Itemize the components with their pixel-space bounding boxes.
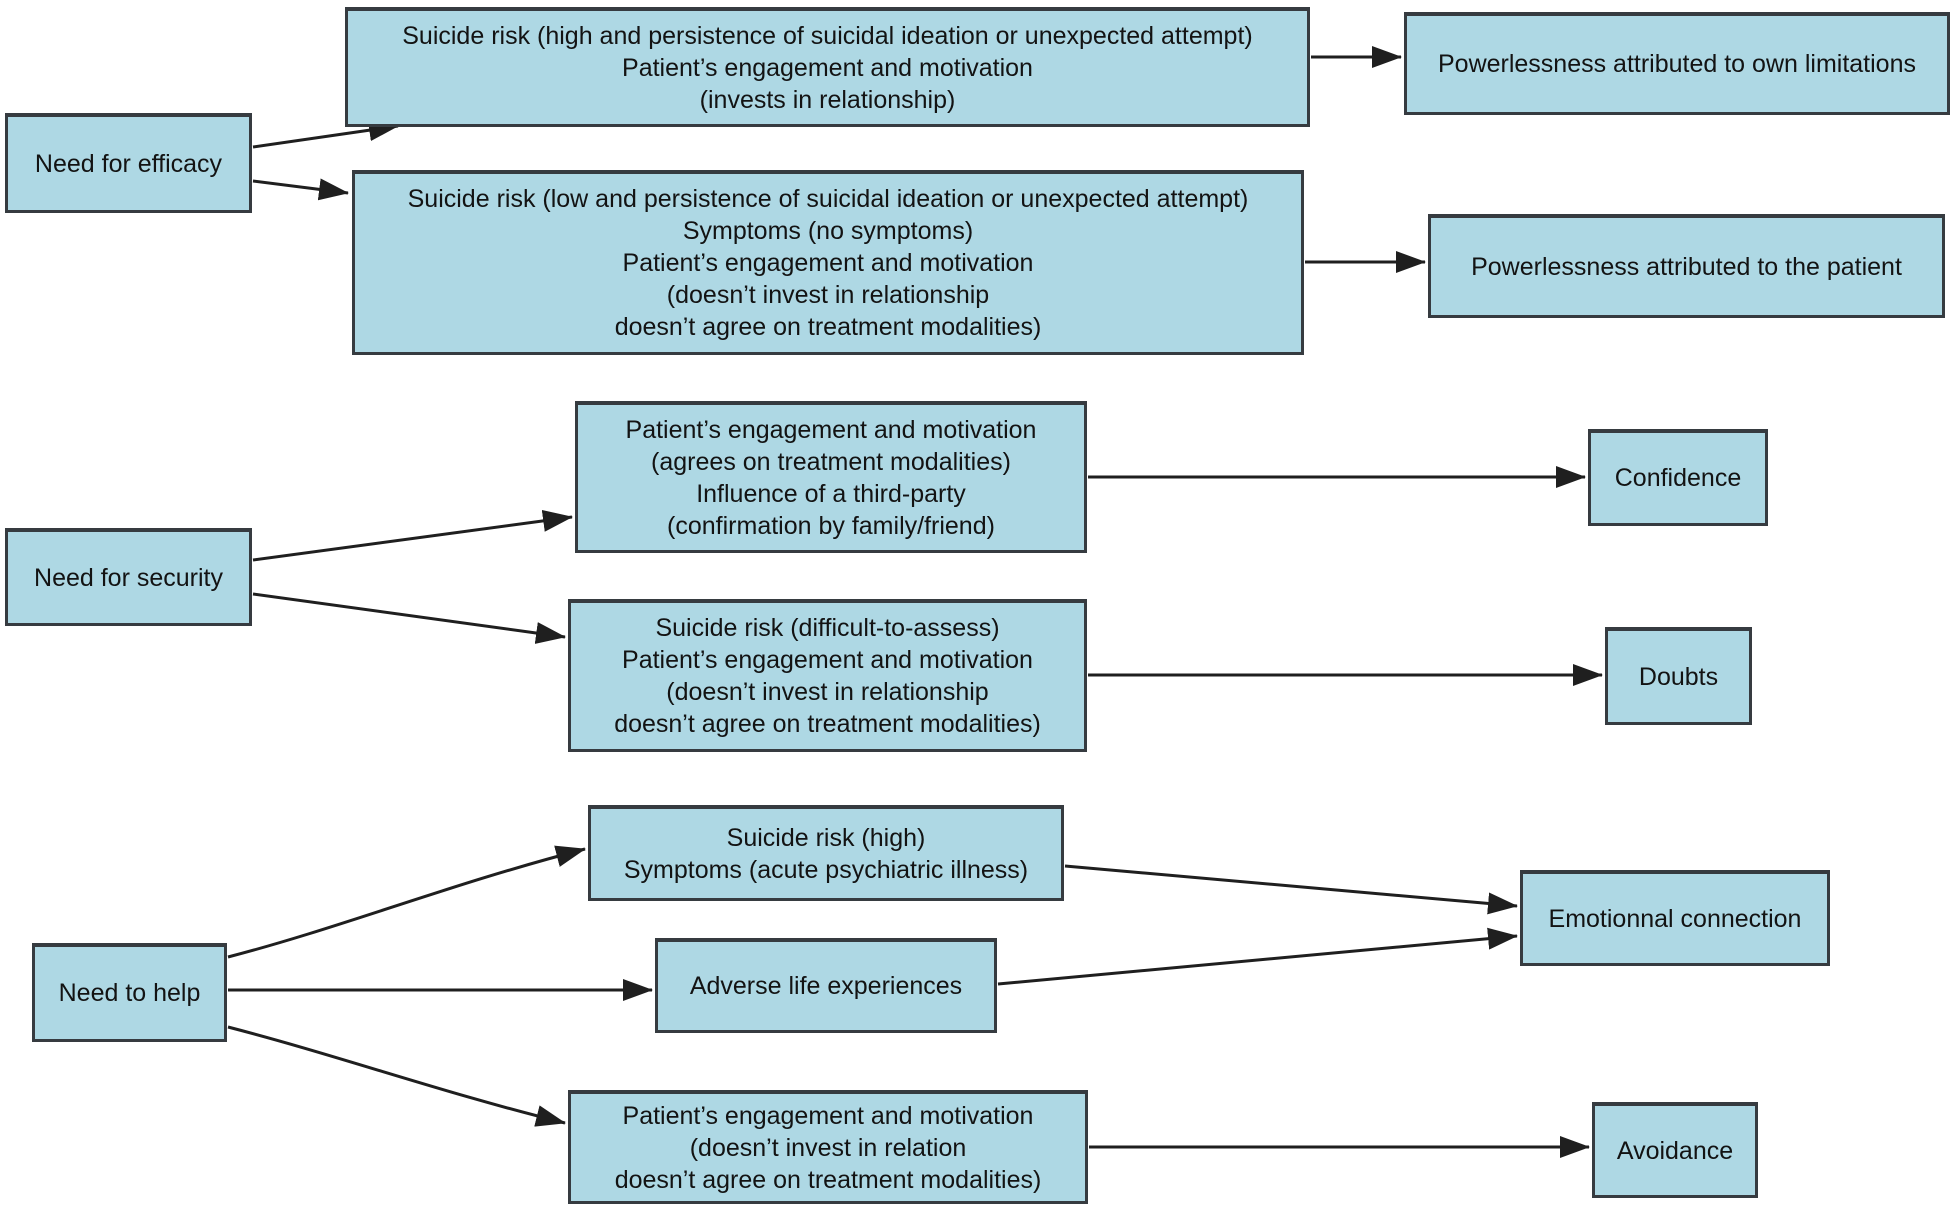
node-label-line: (agrees on treatment modalities) xyxy=(651,447,1011,476)
node-label-line: Patient’s engagement and motivation xyxy=(622,646,1033,674)
node-need-for-efficacy: Need for efficacy xyxy=(5,113,252,213)
node-security-difficult: Suicide risk (difficult-to-assess) Patien… xyxy=(568,599,1087,752)
node-help-disengaged: Patient’s engagement and motivation (does… xyxy=(568,1090,1088,1204)
node-label-line: Suicide risk (difficult-to-assess) xyxy=(655,614,1000,642)
node-powerlessness-patient: Powerlessness attributed to the patient xyxy=(1428,214,1945,318)
node-label-line: Need for security xyxy=(34,563,223,592)
node-need-to-help: Need to help xyxy=(32,943,227,1042)
node-label-line: Adverse life experiences xyxy=(689,972,963,1000)
node-powerlessness-own-limitations: Powerlessness attributed to own limitati… xyxy=(1404,12,1950,115)
node-label-line: Powerlessness attributed to own limitati… xyxy=(1437,50,1916,78)
node-confidence: Confidence xyxy=(1588,429,1768,526)
node-label-line: (invests in relationship) xyxy=(699,85,956,114)
edge-need-for-efficacy-to-efficacy-high-risk xyxy=(252,119,399,149)
node-security-agrees: Patient’s engagement and motivation (agre… xyxy=(575,401,1087,553)
node-adverse-life-experiences: Adverse life experiences xyxy=(655,938,997,1033)
edge-need-for-security-to-security-difficult xyxy=(252,592,566,644)
node-label-line: (doesn’t invest in relation xyxy=(689,1133,967,1162)
node-label-line: (doesn’t invest in relationship xyxy=(666,281,990,309)
node-label-line: Avoidance xyxy=(1616,1136,1734,1165)
node-label-line: Patient’s engagement and motivation xyxy=(622,53,1033,82)
edge-adverse-life-experiences-to-emotional-connection xyxy=(997,927,1518,986)
node-label-line: Patient’s engagement and motivation xyxy=(622,249,1034,277)
node-emotional-connection: Emotionnal connection xyxy=(1520,870,1830,966)
node-label-line: (doesn’t invest in relationship xyxy=(666,678,989,706)
edge-help-high-risk-to-emotional-connection xyxy=(1064,864,1518,915)
node-need-for-security: Need for security xyxy=(5,528,252,626)
node-label-line: Symptoms (acute psychiatric illness) xyxy=(623,855,1029,884)
node-label-line: Confidence xyxy=(1614,464,1742,492)
node-efficacy-low-risk: Suicide risk (low and persistence of sui… xyxy=(352,170,1304,355)
node-label-line: Patient’s engagement and motivation xyxy=(625,415,1037,444)
node-label-line: doesn’t agree on treatment modalities) xyxy=(614,710,1041,738)
node-label-line: Symptoms (no symptoms) xyxy=(682,217,974,245)
edge-need-for-efficacy-to-efficacy-low-risk xyxy=(252,178,349,201)
node-help-high-risk: Suicide risk (high) Symptoms (acute psych… xyxy=(588,805,1064,901)
node-avoidance: Avoidance xyxy=(1592,1102,1758,1198)
node-label-line: Need for efficacy xyxy=(34,149,223,178)
node-label-line: Need to help xyxy=(58,979,201,1007)
edge-need-to-help-to-help-high-risk xyxy=(227,845,586,959)
node-label-line: Suicide risk (low and persistence of sui… xyxy=(407,185,1249,213)
edge-need-to-help-to-help-disengaged xyxy=(227,1025,566,1127)
node-doubts: Doubts xyxy=(1605,627,1752,725)
node-label-line: Powerlessness attributed to the patient xyxy=(1471,252,1902,281)
node-label-line: doesn’t agree on treatment modalities) xyxy=(614,1165,1042,1194)
node-label-line: Suicide risk (high and persistence of su… xyxy=(402,21,1253,50)
node-label-line: Patient’s engagement and motivation xyxy=(622,1101,1034,1130)
edge-need-for-security-to-security-agrees xyxy=(252,509,573,562)
node-label-line: Suicide risk (high) xyxy=(726,823,926,852)
node-label-line: doesn’t agree on treatment modalities) xyxy=(614,313,1042,341)
node-label-line: Influence of a third-party xyxy=(696,479,966,508)
node-efficacy-high-risk: Suicide risk (high and persistence of su… xyxy=(345,7,1310,127)
node-label-line: Doubts xyxy=(1638,662,1719,691)
node-label-line: Emotionnal connection xyxy=(1548,904,1802,933)
node-label-line: (confirmation by family/friend) xyxy=(667,511,995,540)
